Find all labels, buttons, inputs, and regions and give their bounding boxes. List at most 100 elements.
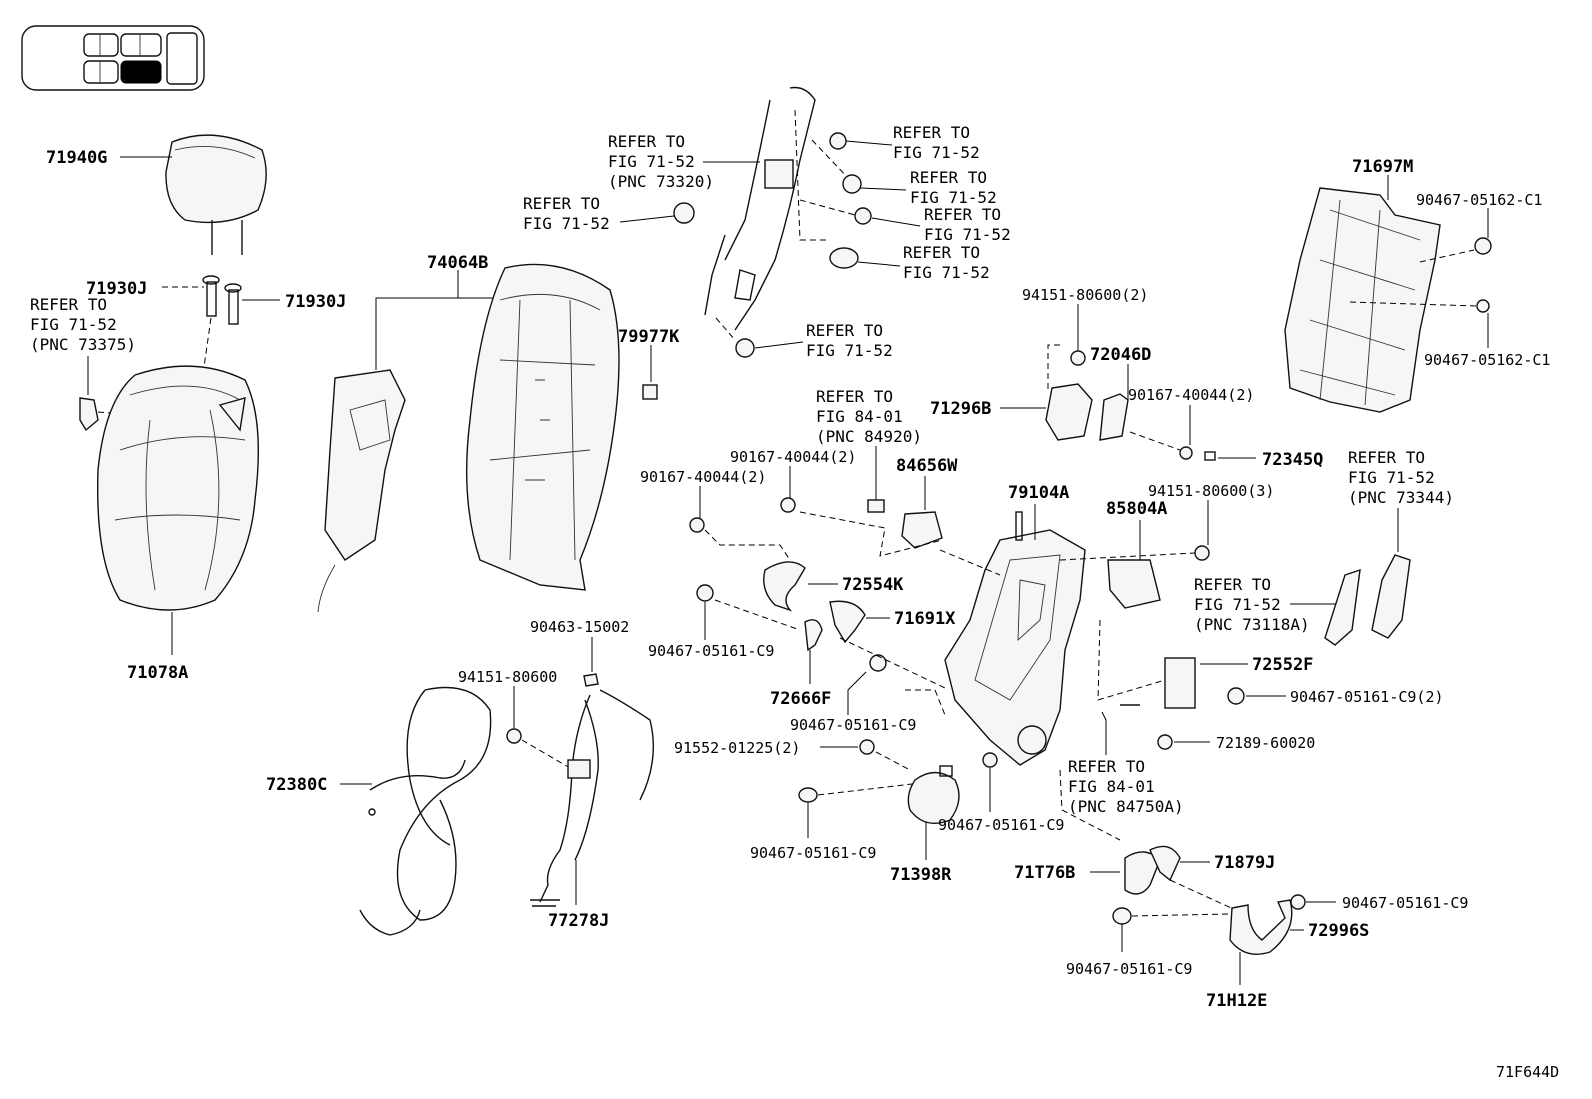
seat-harness-part [530, 689, 654, 907]
part-number-72380C: 72380C [266, 775, 327, 795]
part-number-71398R: 71398R [890, 865, 952, 885]
svg-text:REFER TO: REFER TO [816, 387, 893, 406]
bolt-90467-05161-C9-left: 90467-05161-C9 [648, 642, 774, 660]
harness-clamp-part [763, 561, 806, 612]
clip-part [1476, 299, 1490, 313]
clip-part [1204, 451, 1216, 461]
part-number-79104A: 79104A [1008, 483, 1069, 503]
svg-text:REFER TO: REFER TO [903, 243, 980, 262]
part-number-85804A: 85804A [1106, 499, 1167, 519]
svg-text:(PNC 73320): (PNC 73320) [608, 172, 714, 191]
svg-text:REFER TO: REFER TO [910, 168, 987, 187]
headrest-guide-parts [202, 275, 242, 325]
svg-text:FIG 71-52: FIG 71-52 [910, 188, 997, 207]
screw-part [982, 752, 998, 768]
svg-text:FIG 84-01: FIG 84-01 [1068, 777, 1155, 796]
svg-text:FIG 71-52: FIG 71-52 [1194, 595, 1281, 614]
clip-part [583, 673, 599, 687]
svg-text:REFER TO: REFER TO [1348, 448, 1425, 467]
svg-text:FIG 71-52: FIG 71-52 [608, 152, 695, 171]
refer-note-fig-71-52-e: REFER TO FIG 71-52 [806, 321, 893, 360]
clip-90463-15002: 90463-15002 [530, 618, 629, 636]
seat-location-thumbnail [21, 25, 205, 91]
svg-text:REFER TO: REFER TO [924, 205, 1001, 224]
part-number-72345Q: 72345Q [1262, 450, 1323, 470]
bolt-90467-05161-C9-center: 90467-05161-C9 [790, 716, 916, 734]
part-number-71T76B: 71T76B [1014, 863, 1075, 883]
clip-part [1474, 237, 1492, 255]
refer-note-pnc-84750A: REFER TO FIG 84-01 (PNC 84750A) [1068, 757, 1184, 816]
svg-text:(PNC 84920): (PNC 84920) [816, 427, 922, 446]
wire-harness-part [359, 686, 492, 936]
seatback-frame-pad-part [465, 263, 620, 591]
cover-part [907, 771, 960, 824]
refer-note-fig-71-52-a: REFER TO FIG 71-52 [893, 123, 980, 162]
bolt-90467-05161-C9-lower-left: 90467-05161-C9 [750, 844, 876, 862]
screw-part [869, 654, 887, 672]
part-number-71296B: 71296B [930, 399, 991, 419]
refer-note-pnc-73344: REFER TO FIG 71-52 (PNC 73344) [1348, 448, 1454, 507]
bolt-part [1157, 734, 1173, 750]
refer-note-fig-71-52-grommet: REFER TO FIG 71-52 [523, 194, 610, 233]
part-number-71H12E: 71H12E [1206, 991, 1267, 1011]
bolt-72189-60020: 72189-60020 [1216, 734, 1315, 752]
screw-part [798, 787, 818, 803]
cover-part [804, 619, 823, 652]
bolt-90467-05161-C9-2: 90467-05161-C9(2) [1290, 688, 1444, 706]
refer-note-fig-71-52-c: REFER TO FIG 71-52 [924, 205, 1011, 244]
svg-text:FIG 71-52: FIG 71-52 [924, 225, 1011, 244]
svg-text:REFER TO: REFER TO [30, 295, 107, 314]
part-number-71879J: 71879J [1214, 853, 1275, 873]
svg-text:REFER TO: REFER TO [893, 123, 970, 142]
screw-part [1290, 894, 1306, 910]
cover-part [829, 600, 866, 644]
bolt-94151-80600: 94151-80600 [458, 668, 557, 686]
svg-text:REFER TO: REFER TO [806, 321, 883, 340]
svg-text:FIG 71-52: FIG 71-52 [893, 143, 980, 162]
selected-seat-indicator [120, 60, 162, 84]
clip-part [79, 397, 99, 432]
svg-text:FIG 84-01: FIG 84-01 [816, 407, 903, 426]
bolt-90467-05162-C1-bottom: 90467-05162-C1 [1424, 351, 1550, 369]
part-number-71078A: 71078A [127, 663, 188, 683]
svg-text:(PNC 73118A): (PNC 73118A) [1194, 615, 1310, 634]
figure-id: 71F644D [1496, 1063, 1559, 1081]
svg-text:FIG 71-52: FIG 71-52 [806, 341, 893, 360]
svg-text:(PNC 73375): (PNC 73375) [30, 335, 136, 354]
seatback-frame-part [944, 511, 1196, 766]
part-number-77278J: 77278J [548, 911, 609, 931]
nut-part [1194, 545, 1210, 561]
refer-note-pnc-84920: REFER TO FIG 84-01 (PNC 84920) [816, 387, 922, 446]
label-part [642, 384, 658, 400]
grommet-part [673, 202, 695, 224]
part-number-71691X: 71691X [894, 609, 956, 629]
refer-note-fig-71-52-d: REFER TO FIG 71-52 [903, 243, 990, 282]
nut-part [506, 728, 522, 744]
fastener-cluster-top [735, 132, 872, 358]
nut-part [1070, 350, 1086, 366]
bolt-90167-40044-2-right: 90167-40044(2) [1128, 386, 1254, 404]
svg-text:FIG 71-52: FIG 71-52 [903, 263, 990, 282]
refer-note-pnc-73375: REFER TO FIG 71-52 (PNC 73375) [30, 295, 136, 354]
screw-part [1179, 446, 1193, 460]
svg-text:REFER TO: REFER TO [523, 194, 600, 213]
refer-note-pnc-73320: REFER TO FIG 71-52 (PNC 73320) [608, 132, 714, 191]
svg-text:REFER TO: REFER TO [608, 132, 685, 151]
bolt-91552-01225-2: 91552-01225(2) [674, 739, 800, 757]
part-number-72552F: 72552F [1252, 655, 1313, 675]
bolt-90167-40044-2-left: 90167-40044(2) [640, 468, 766, 486]
bolt-90467-05161-C9-lower-right: 90467-05161-C9 [1342, 894, 1468, 912]
part-number-79977K: 79977K [618, 327, 680, 347]
svg-text:FIG 71-52: FIG 71-52 [523, 214, 610, 233]
part-number-72666F: 72666F [770, 689, 831, 709]
seatback-pad-part [317, 369, 406, 613]
part-number-71930J-right: 71930J [285, 292, 346, 312]
seatbelt-assembly-part [673, 86, 816, 331]
headrest-part [165, 134, 267, 255]
part-number-74064B: 74064B [427, 253, 488, 273]
screw-part [696, 584, 714, 602]
svg-text:FIG 71-52: FIG 71-52 [30, 315, 117, 334]
sensor-part [867, 499, 885, 513]
cover-part [1124, 851, 1161, 895]
